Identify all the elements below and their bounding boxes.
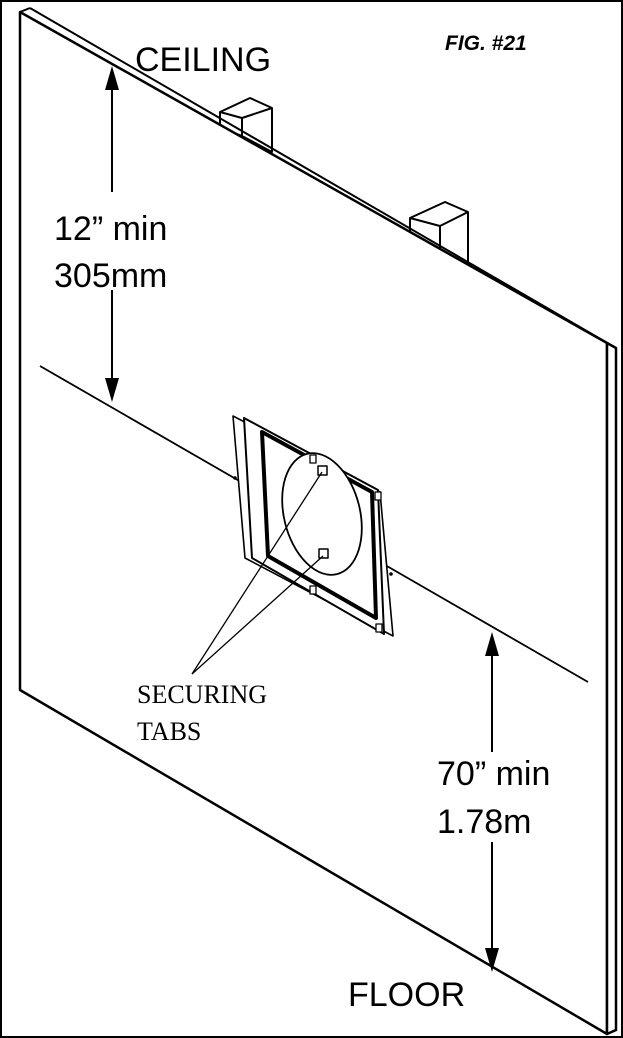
- securing-tab-icon: [318, 548, 329, 559]
- floor-clearance-metric: 1.78m: [437, 803, 532, 841]
- securing-tabs-leader: [191, 471, 324, 675]
- securing-tabs-label-line1: SECURING: [137, 680, 267, 709]
- floor-clearance-imperial: 70” min: [437, 755, 550, 793]
- joist-block-icon: [219, 97, 273, 153]
- top-clearance-imperial: 12” min: [54, 210, 167, 248]
- ceiling-label: CEILING: [135, 41, 271, 79]
- dimension-arrow-icon: [485, 632, 499, 972]
- securing-tabs-label-line2: TABS: [137, 717, 201, 746]
- securing-tab-icon: [317, 465, 328, 476]
- top-clearance-metric: 305mm: [54, 257, 167, 295]
- wall-thimble: [232, 415, 394, 637]
- figure-label: FIG. #21: [445, 32, 527, 55]
- floor-label: FLOOR: [348, 976, 465, 1014]
- dimension-arrow-icon: [105, 66, 119, 402]
